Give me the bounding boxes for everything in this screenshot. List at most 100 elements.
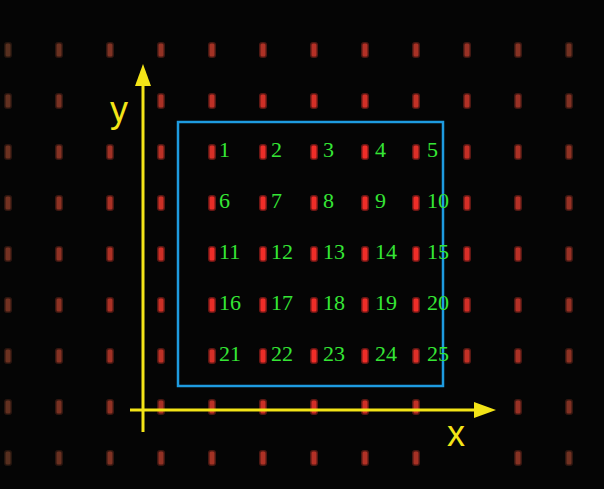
spot-glow (55, 195, 63, 211)
spot-glow (106, 42, 114, 58)
laser-spot (261, 299, 266, 312)
spot-glow (4, 42, 12, 58)
spot-glow (463, 348, 471, 364)
laser-spot (414, 299, 419, 312)
spot-glow (55, 297, 63, 313)
laser-spot (516, 44, 521, 57)
spot-glow (55, 144, 63, 160)
laser-spot (108, 401, 113, 414)
spot-glow (565, 93, 573, 109)
laser-spot (261, 350, 266, 363)
laser-spot (57, 248, 62, 261)
spot-glow (157, 195, 165, 211)
spot-glow (361, 246, 369, 262)
laser-spot (516, 350, 521, 363)
laser-spot (57, 350, 62, 363)
spot-glow (514, 399, 522, 415)
spot-glow (310, 93, 318, 109)
spot-glow (565, 246, 573, 262)
spot-glow (412, 297, 420, 313)
laser-spot (414, 350, 419, 363)
laser-spot (567, 197, 572, 210)
spot-glow (259, 348, 267, 364)
laser-spot (108, 44, 113, 57)
laser-spot (210, 197, 215, 210)
spot-number: 7 (271, 190, 282, 212)
spot-glow (4, 144, 12, 160)
laser-spot (363, 197, 368, 210)
laser-spot (465, 299, 470, 312)
laser-spot (159, 95, 164, 108)
spot-glow (55, 348, 63, 364)
laser-spot (516, 146, 521, 159)
spot-glow (463, 297, 471, 313)
spot-glow (412, 450, 420, 466)
spot-glow (4, 246, 12, 262)
laser-spot (159, 146, 164, 159)
laser-spot (210, 95, 215, 108)
spot-number: 8 (323, 190, 334, 212)
spot-glow (310, 42, 318, 58)
laser-spot (567, 95, 572, 108)
spot-glow (259, 297, 267, 313)
laser-spot (261, 401, 266, 414)
spot-number: 13 (323, 241, 345, 263)
laser-spot (108, 197, 113, 210)
spot-number: 9 (375, 190, 386, 212)
laser-spot (312, 44, 317, 57)
spot-glow (106, 399, 114, 415)
spot-glow (157, 399, 165, 415)
spot-glow (157, 348, 165, 364)
laser-spot (363, 95, 368, 108)
laser-spot (108, 146, 113, 159)
laser-spot (312, 197, 317, 210)
spot-glow (412, 399, 420, 415)
spot-number: 5 (427, 139, 438, 161)
spot-glow (259, 195, 267, 211)
spot-glow (514, 42, 522, 58)
spot-number: 6 (219, 190, 230, 212)
laser-spot (363, 401, 368, 414)
spot-glow (55, 450, 63, 466)
spot-number: 19 (375, 292, 397, 314)
laser-spot (312, 299, 317, 312)
laser-spot (108, 350, 113, 363)
spot-number: 23 (323, 343, 345, 365)
selection-box (178, 122, 443, 386)
spot-glow (514, 144, 522, 160)
laser-spot (414, 197, 419, 210)
spot-glow (514, 348, 522, 364)
spot-glow (208, 399, 216, 415)
laser-spot (516, 452, 521, 465)
spot-glow (259, 93, 267, 109)
spot-glow (259, 144, 267, 160)
spot-glow (412, 144, 420, 160)
spot-number: 3 (323, 139, 334, 161)
spot-glow (412, 246, 420, 262)
laser-spot (465, 350, 470, 363)
laser-spot (312, 350, 317, 363)
spot-number: 20 (427, 292, 449, 314)
spot-number: 25 (427, 343, 449, 365)
laser-spot (6, 44, 11, 57)
y-axis (142, 80, 145, 432)
spot-glow (106, 246, 114, 262)
laser-spot (159, 350, 164, 363)
laser-spot (363, 299, 368, 312)
laser-spot (312, 248, 317, 261)
spot-number: 4 (375, 139, 386, 161)
spot-glow (361, 93, 369, 109)
x-arrowhead (474, 402, 496, 418)
spot-glow (157, 246, 165, 262)
spot-glow (208, 195, 216, 211)
spot-glow (208, 93, 216, 109)
spot-glow (106, 450, 114, 466)
laser-spot (210, 452, 215, 465)
spot-glow (361, 348, 369, 364)
spot-number: 12 (271, 241, 293, 263)
spot-glow (208, 42, 216, 58)
laser-spot (414, 401, 419, 414)
spot-number: 24 (375, 343, 397, 365)
spot-glow (55, 246, 63, 262)
